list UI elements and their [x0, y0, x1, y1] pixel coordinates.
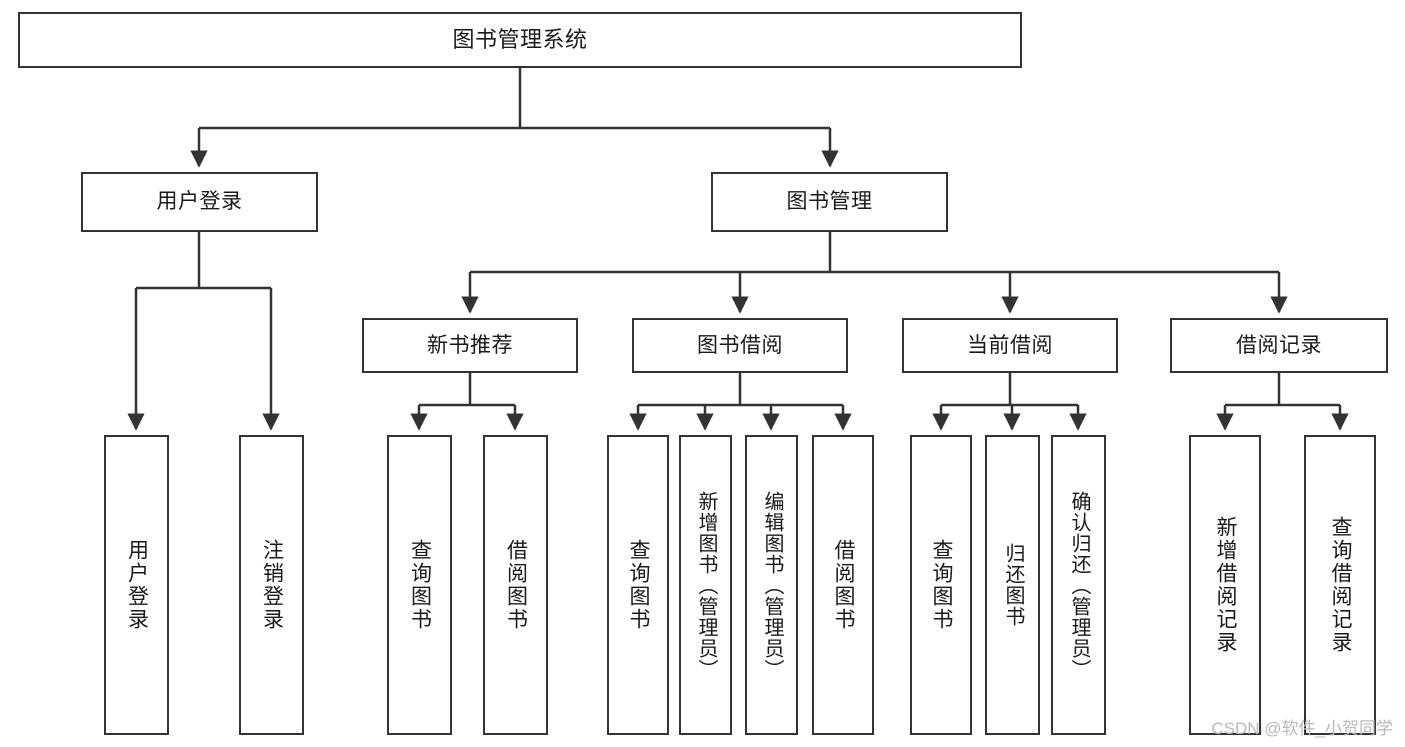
node-label-leaf-add-book: 新增图书（管理员） [695, 490, 717, 680]
node-leaf-query-book-c[interactable]: 查询图书 [910, 435, 972, 735]
node-label-leaf-borrow-book-b: 借阅图书 [832, 539, 856, 631]
node-leaf-query-book-a[interactable]: 查询图书 [387, 435, 452, 735]
node-leaf-add-record[interactable]: 新增借阅记录 [1189, 435, 1261, 735]
node-label-leaf-query-book-b: 查询图书 [627, 539, 651, 631]
node-leaf-query-book-b[interactable]: 查询图书 [607, 435, 669, 735]
node-leaf-borrow-book-a[interactable]: 借阅图书 [483, 435, 548, 735]
node-label-new-book-rec: 新书推荐 [427, 333, 513, 357]
node-new-book-rec[interactable]: 新书推荐 [362, 318, 578, 373]
node-leaf-edit-book[interactable]: 编辑图书（管理员） [745, 435, 798, 735]
node-label-root-system: 图书管理系统 [452, 26, 588, 52]
node-user-login[interactable]: 用户登录 [81, 172, 318, 232]
node-borrow-record[interactable]: 借阅记录 [1170, 318, 1388, 373]
node-label-borrow-record: 借阅记录 [1236, 333, 1322, 357]
node-label-user-login: 用户登录 [156, 190, 243, 214]
node-label-current-borrow: 当前借阅 [967, 333, 1053, 357]
node-leaf-borrow-book-b[interactable]: 借阅图书 [812, 435, 874, 735]
node-root-system[interactable]: 图书管理系统 [18, 12, 1022, 68]
node-leaf-query-record[interactable]: 查询借阅记录 [1304, 435, 1376, 735]
node-label-book-manage: 图书管理 [786, 190, 873, 214]
node-label-leaf-query-book-a: 查询图书 [408, 539, 432, 631]
node-label-leaf-user-login: 用户登录 [125, 539, 149, 631]
node-book-manage[interactable]: 图书管理 [711, 172, 948, 232]
node-leaf-return-book[interactable]: 归还图书 [985, 435, 1040, 735]
node-leaf-user-logout[interactable]: 注销登录 [239, 435, 304, 735]
node-book-borrow[interactable]: 图书借阅 [632, 318, 848, 373]
node-leaf-confirm-return[interactable]: 确认归还（管理员） [1051, 435, 1106, 735]
node-current-borrow[interactable]: 当前借阅 [902, 318, 1118, 373]
node-label-leaf-user-logout: 注销登录 [260, 539, 284, 631]
node-label-leaf-confirm-return: 确认归还（管理员） [1068, 490, 1090, 680]
node-label-leaf-add-record: 新增借阅记录 [1214, 516, 1238, 654]
node-label-leaf-edit-book: 编辑图书（管理员） [761, 490, 783, 680]
node-label-leaf-query-book-c: 查询图书 [930, 539, 954, 631]
node-label-leaf-return-book: 归还图书 [1002, 543, 1024, 627]
node-leaf-add-book[interactable]: 新增图书（管理员） [679, 435, 732, 735]
node-label-leaf-query-record: 查询借阅记录 [1329, 516, 1353, 654]
node-label-leaf-borrow-book-a: 借阅图书 [504, 539, 528, 631]
csdn-watermark: CSDN @软件_小贺同学 [1211, 719, 1393, 738]
node-leaf-user-login[interactable]: 用户登录 [104, 435, 169, 735]
node-label-book-borrow: 图书借阅 [697, 333, 783, 357]
